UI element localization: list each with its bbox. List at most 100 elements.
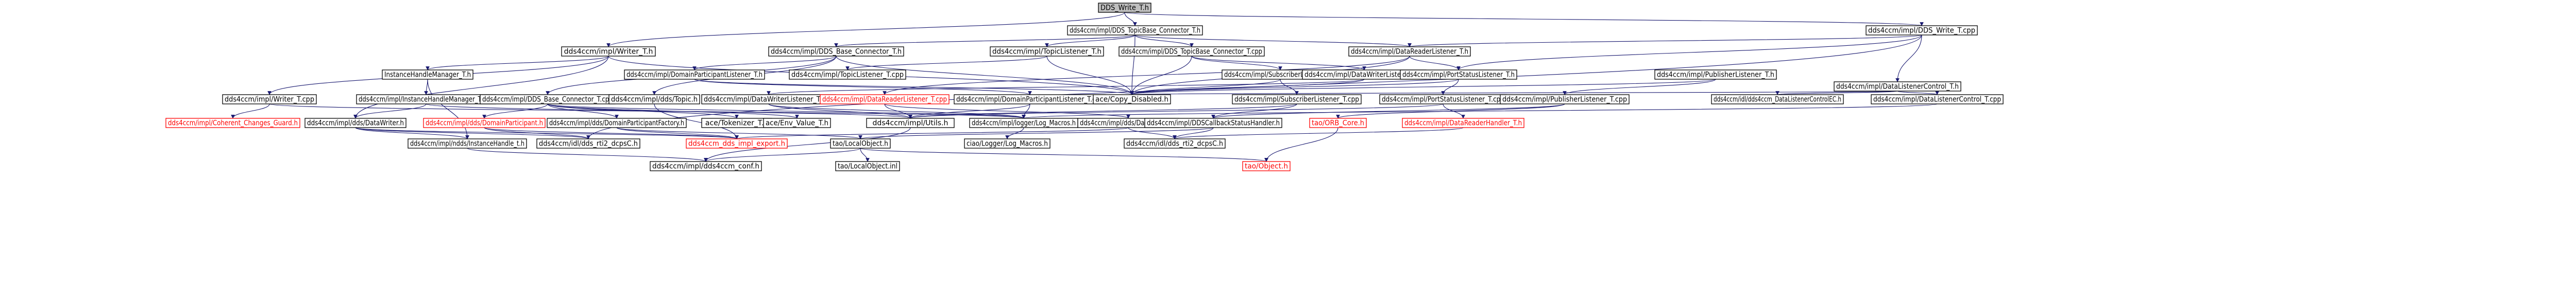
- file-node-dds4ccm-impl-utils-h[interactable]: dds4ccm/impl/Utils.h: [866, 118, 955, 128]
- file-node-dds4ccm-impl-datalistenercontrol-t-cpp[interactable]: dds4ccm/impl/DataListenerControl_T.cpp: [1871, 94, 2004, 104]
- file-node-dds4ccm-impl-dds-write-t-cpp[interactable]: dds4ccm/impl/DDS_Write_T.cpp: [1866, 25, 1978, 35]
- node-label: dds4ccm/impl/Writer_T.cpp: [225, 96, 314, 104]
- file-node-dds4ccm-impl-domainparticipantlistener-t-h[interactable]: dds4ccm/impl/DomainParticipantListener_T…: [624, 69, 765, 80]
- node-label: dds4ccm/impl/Coherent_Changes_Guard.h: [168, 119, 298, 128]
- edge-dds4ccm-impl-datareaderlistener-t-h-to-dds4ccm-impl-datareaderlistener-t-cpp: [883, 56, 1410, 95]
- file-node-dds4ccm-idl-dds4ccm-datalistenercontrolec-h[interactable]: dds4ccm/idl/dds4ccm_DataListenerControlE…: [1711, 94, 1844, 104]
- file-node-dds4ccm-impl-portstatuslistener-t-cpp[interactable]: dds4ccm/impl/PortStatusListener_T.cpp: [1379, 94, 1507, 104]
- node-label: dds4ccm/impl/DDS_Base_Connector_T.h: [771, 48, 902, 56]
- file-node-dds4ccm-impl-publisherlistener-t-h[interactable]: dds4ccm/impl/PublisherListener_T.h: [1654, 69, 1777, 80]
- node-box: [650, 161, 762, 171]
- node-box: [866, 118, 955, 128]
- node-label: dds4ccm/impl/dds/Topic.h: [611, 96, 698, 104]
- node-label: dds4ccm/impl/DataReaderListener_T.cpp: [822, 96, 947, 104]
- edge-dds4ccm-impl-dds-topicbase-connector-t-h-to-dds4ccm-impl-dds-topicbase-connector-t-cpp: [1134, 34, 1194, 47]
- file-node-ace-tokenizer-t-h[interactable]: ace/Tokenizer_T.h: [701, 118, 772, 128]
- file-node-dds4ccm-impl-domainparticipantlistener-t-cpp[interactable]: dds4ccm/impl/DomainParticipantListener_T…: [954, 94, 1106, 104]
- node-box: [1866, 25, 1978, 35]
- node-label: tao/ORB_Core.h: [1312, 119, 1364, 128]
- file-node-tao-localobject-h[interactable]: tao/LocalObject.h: [830, 138, 891, 149]
- node-label: dds4ccm/impl/TopicListener_T.cpp: [791, 71, 904, 79]
- file-node-dds4ccm-impl-dds-topicbase-connector-t-cpp[interactable]: dds4ccm/impl/DDS_TopicBase_Connector_T.c…: [1118, 46, 1265, 57]
- edge-dds4ccm-impl-dds-domainparticipantfactory-h-to-tao-localobject-h: [616, 127, 862, 139]
- file-node-dds4ccm-impl-datareaderhandler-t-h[interactable]: dds4ccm/impl/DataReaderHandler_T.h: [1402, 118, 1524, 128]
- edge-dds4ccm-impl-subscriberlistener-t-h-to-ace-copy-disabled-h: [1130, 79, 1281, 95]
- file-node-dds4ccm-impl-publisherlistener-t-cpp[interactable]: dds4ccm/impl/PublisherListener_T.cpp: [1500, 94, 1630, 104]
- file-node-dds4ccm-impl-dds-domainparticipantfactory-h[interactable]: dds4ccm/impl/dds/DomainParticipantFactor…: [547, 118, 687, 128]
- edge-dds4ccm-impl-dds-datareader-h-to-dds4ccm-dds-impl-export-h: [735, 127, 1129, 139]
- edge-dds4ccm-impl-dds-topicbase-connector-t-h-to-ace-copy-disabled-h: [1130, 34, 1136, 95]
- node-box: [624, 69, 765, 80]
- file-node-dds4ccm-impl-portstatuslistener-t-h[interactable]: dds4ccm/impl/PortStatusListener_T.h: [1400, 69, 1517, 80]
- file-node-dds4ccm-impl-datareaderlistener-t-h[interactable]: dds4ccm/impl/DataReaderListener_T.h: [1348, 46, 1471, 57]
- node-label: dds4ccm/impl/DataListenerControl_T.h: [1836, 83, 1959, 91]
- file-node-dds4ccm-impl-dds-datawriter-h[interactable]: dds4ccm/impl/dds/DataWriter.h: [304, 118, 406, 128]
- node-label: dds4ccm/impl/PublisherListener_T.h: [1657, 71, 1774, 79]
- file-node-dds4ccm-impl-coherent-changes-guard-h[interactable]: dds4ccm/impl/Coherent_Changes_Guard.h: [165, 118, 300, 128]
- node-box: [1242, 161, 1291, 171]
- file-node-dds4ccm-impl-instancehandlemanager-t-cpp[interactable]: dds4ccm/impl/InstanceHandleManager_T.cpp: [356, 94, 496, 104]
- file-node-dds4ccm-impl-writer-t-h[interactable]: dds4ccm/impl/Writer_T.h: [561, 46, 656, 57]
- edge-dds4ccm-impl-datareaderhandler-t-h-to-dds4ccm-idl-dds-rti2-dcpsc-h: [1173, 127, 1464, 139]
- file-node-dds4ccm-dds-impl-export-h[interactable]: dds4ccm_dds_impl_export.h: [686, 138, 788, 149]
- file-node-dds4ccm-impl-ddscallbackstatushandler-h[interactable]: dds4ccm/impl/DDSCallbackStatusHandler.h: [1144, 118, 1282, 128]
- file-node-dds4ccm-impl-datalistenercontrol-t-h[interactable]: dds4ccm/impl/DataListenerControl_T.h: [1834, 81, 1961, 92]
- file-node-instancehandlemanager-t-h[interactable]: InstanceHandleManager_T.h: [382, 69, 473, 80]
- node-label: dds4ccm/impl/DDS_TopicBase_Connector_T.h: [1070, 27, 1200, 35]
- edge-dds4ccm-impl-dds-topicbase-connector-t-h-to-dds4ccm-impl-topiclistener-t-h: [1045, 34, 1136, 47]
- edge-dds4ccm-impl-dds-base-connector-t-cpp-to-ace-env-value-t-h: [547, 103, 799, 119]
- edge-dds4ccm-impl-topiclistener-t-h-to-ace-copy-disabled-h: [1046, 56, 1134, 95]
- node-label: dds4ccm/impl/DDS_Base_Connector_T.cpp: [482, 96, 613, 104]
- file-node-dds4ccm-impl-writer-t-cpp[interactable]: dds4ccm/impl/Writer_T.cpp: [222, 94, 317, 104]
- edge-dds4ccm-impl-dds-domainparticipantfactory-h-to-dds4ccm-dds-impl-export-h: [616, 127, 739, 139]
- file-node-tao-localobject-inl[interactable]: tao/LocalObject.inl: [835, 161, 900, 171]
- file-node-dds4ccm-impl-topiclistener-t-cpp[interactable]: dds4ccm/impl/TopicListener_T.cpp: [789, 69, 906, 80]
- file-node-tao-orb-core-h[interactable]: tao/ORB_Core.h: [1309, 118, 1367, 128]
- file-node-dds4ccm-impl-dds-base-connector-t-h[interactable]: dds4ccm/impl/DDS_Base_Connector_T.h: [768, 46, 904, 57]
- node-label: InstanceHandleManager_T.h: [384, 71, 471, 79]
- node-box: [304, 118, 406, 128]
- file-node-dds4ccm-impl-logger-log-macros-h[interactable]: dds4ccm/impl/logger/Log_Macros.h: [969, 118, 1078, 128]
- file-node-dds4ccm-impl-dds4ccm-conf-h[interactable]: dds4ccm/impl/dds4ccm_conf.h: [650, 161, 762, 171]
- file-node-dds4ccm-idl-dds-rti2-dcpsc-h[interactable]: dds4ccm/idl/dds_rti2_dcpsC.h: [536, 138, 640, 149]
- edge-dds4ccm-impl-dds-topicbase-connector-t-cpp-to-dds4ccm-impl-subscriberlistener-t-h: [1191, 56, 1282, 70]
- node-box: [561, 46, 656, 57]
- node-label: dds4ccm/impl/DataWriterListener_T.cpp: [704, 96, 834, 104]
- file-node-dds4ccm-impl-datawriterlistener-t-cpp[interactable]: dds4ccm/impl/DataWriterListener_T.cpp: [701, 94, 836, 104]
- edge-dds4ccm-impl-writer-t-cpp-to-dds4ccm-impl-coherent-changes-guard-h: [231, 103, 270, 119]
- node-label: dds4ccm/impl/dds4ccm_conf.h: [652, 163, 759, 171]
- node-label: dds4ccm/impl/SubscriberListener_T.cpp: [1234, 96, 1359, 104]
- node-label: dds4ccm/impl/logger/Log_Macros.h: [972, 119, 1076, 128]
- edge-dds-write-t-h-to-dds4ccm-impl-dds-topicbase-connector-t-h: [1124, 12, 1137, 26]
- edge-dds4ccm-impl-dds-base-connector-t-cpp-to-dds4ccm-impl-dds-domainparticipant-h: [482, 103, 548, 119]
- file-node-dds4ccm-impl-dds-domainparticipant-h[interactable]: dds4ccm/impl/dds/DomainParticipant.h: [423, 118, 546, 128]
- node-box: [1871, 94, 2004, 104]
- edge-tao-localobject-h-to-dds4ccm-impl-dds4ccm-conf-h: [704, 148, 861, 162]
- edge-dds4ccm-impl-writer-t-h-to-dds4ccm-impl-dds-datawriter-h: [353, 56, 609, 119]
- edge-dds4ccm-impl-ndds-instancehandle-t-h-to-dds4ccm-impl-dds4ccm-conf-h: [467, 148, 708, 162]
- file-node-ace-env-value-t-h[interactable]: ace/Env_Value_T.h: [763, 118, 831, 128]
- node-box: [835, 161, 900, 171]
- file-node-ace-copy-disabled-h[interactable]: ace/Copy_Disabled.h: [1093, 94, 1171, 104]
- file-node-dds4ccm-impl-dds-base-connector-t-cpp[interactable]: dds4ccm/impl/DDS_Base_Connector_T.cpp: [480, 94, 616, 104]
- file-node-dds4ccm-impl-dds-topic-h[interactable]: dds4ccm/impl/dds/Topic.h: [608, 94, 700, 104]
- edge-dds4ccm-impl-dds-domainparticipant-h-to-dds4ccm-dds-impl-export-h: [484, 127, 739, 139]
- file-node-tao-object-h[interactable]: tao/Object.h: [1242, 161, 1291, 171]
- file-node-dds4ccm-impl-datareaderlistener-t-cpp[interactable]: dds4ccm/impl/DataReaderListener_T.cpp: [820, 94, 950, 104]
- node-box: [1124, 138, 1226, 149]
- edge-dds4ccm-impl-dds-base-connector-t-cpp-to-dds4ccm-impl-dds-domainparticipantfactory-h: [547, 103, 619, 119]
- file-node-dds4ccm-impl-dds-topicbase-connector-t-h[interactable]: dds4ccm/impl/DDS_TopicBase_Connector_T.h: [1067, 25, 1203, 35]
- node-box: [789, 69, 906, 80]
- file-node-dds4ccm-impl-ndds-instancehandle-t-h[interactable]: dds4ccm/impl/ndds/InstanceHandle_t.h: [408, 138, 527, 149]
- edge-dds4ccm-impl-datalistenercontrol-t-cpp-to-dds4ccm-impl-logger-log-macros-h: [1022, 103, 1938, 119]
- edge-dds4ccm-impl-datawriterlistener-t-cpp-to-dds4ccm-impl-logger-log-macros-h: [768, 103, 1026, 119]
- file-node-dds4ccm-impl-topiclistener-t-h[interactable]: dds4ccm/impl/TopicListener_T.h: [990, 46, 1104, 57]
- node-label: dds4ccm/impl/DataListenerControl_T.cpp: [1873, 96, 2001, 104]
- file-node-dds4ccm-impl-subscriberlistener-t-cpp[interactable]: dds4ccm/impl/SubscriberListener_T.cpp: [1232, 94, 1362, 104]
- edge-dds4ccm-impl-dds-datawriter-h-to-dds4ccm-idl-dds-rti2-dcpsc-h: [355, 127, 590, 139]
- edge-dds4ccm-impl-publisherlistener-t-cpp-to-dds4ccm-impl-ddscallbackstatushandler-h: [1211, 103, 1565, 119]
- file-node-dds4ccm-idl-dds-rti2-dcpsc-h[interactable]: dds4ccm/idl/dds_rti2_dcpsC.h: [1124, 138, 1226, 149]
- node-label: dds4ccm/impl/DataReaderHandler_T.h: [1404, 119, 1522, 128]
- node-box: [1144, 118, 1282, 128]
- file-node-ciao-logger-log-macros-h[interactable]: ciao/Logger/Log_Macros.h: [964, 138, 1050, 149]
